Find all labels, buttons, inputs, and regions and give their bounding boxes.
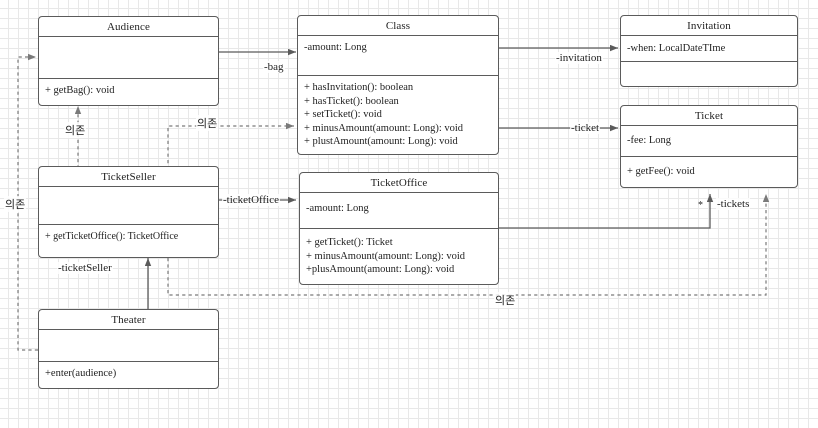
- operation-line: + hasTicket(): boolean: [304, 95, 399, 107]
- class-attributes-theater: [39, 330, 218, 362]
- operation-line: + setTicket(): void: [304, 109, 382, 120]
- class-attributes-invitation: -when: LocalDateTIme: [621, 36, 797, 62]
- class-operations-audience: + getBag(): void: [39, 79, 218, 102]
- edge-label-invitation: -invitation: [555, 52, 603, 64]
- dependency-label-bottom: 의존: [494, 292, 517, 308]
- class-operations-ticketseller: + getTicketOffice(): TicketOffice: [39, 225, 218, 248]
- class-attributes-ticket: -fee: Long: [621, 126, 797, 157]
- multiplicity-label-tickets: *: [698, 200, 703, 211]
- class-operations-ticket: + getFee(): void: [621, 157, 797, 186]
- class-box-theater[interactable]: Theater +enter(audience): [38, 309, 219, 389]
- dependency-label-class: 의존: [196, 115, 219, 131]
- class-title-ticketoffice: TicketOffice: [300, 173, 498, 193]
- operation-line: + getTicket(): Ticket: [306, 237, 393, 248]
- class-box-ticketseller[interactable]: TicketSeller + getTicketOffice(): Ticket…: [38, 166, 219, 258]
- operation-line: + plustAmount(amount: Long): void: [304, 136, 458, 147]
- dependency-bottom-ticket: [167, 194, 770, 296]
- class-box-class[interactable]: Class -amount: Long + hasInvitation(): b…: [297, 15, 499, 155]
- class-title-class: Class: [298, 16, 498, 36]
- dependency-label-left: 의존: [4, 196, 27, 212]
- class-box-audience[interactable]: Audience + getBag(): void: [38, 16, 219, 106]
- edge-label-ticket: -ticket: [570, 122, 601, 134]
- operation-line: + getBag(): void: [45, 85, 115, 96]
- attribute-line: -amount: Long: [304, 42, 367, 53]
- class-attributes-ticketseller: [39, 187, 218, 225]
- class-title-ticketseller: TicketSeller: [39, 167, 218, 187]
- attribute-line: -when: LocalDateTIme: [627, 43, 726, 54]
- class-title-audience: Audience: [39, 17, 218, 37]
- class-title-invitation: Invitation: [621, 16, 797, 36]
- class-box-ticketoffice[interactable]: TicketOffice -amount: Long + getTicket()…: [299, 172, 499, 285]
- class-operations-ticketoffice: + getTicket(): Ticket + minusAmount(amou…: [300, 229, 498, 281]
- class-box-ticket[interactable]: Ticket -fee: Long + getFee(): void: [620, 105, 798, 188]
- dependency-label-audience: 의존: [64, 122, 87, 138]
- operation-line: + getTicketOffice(): TicketOffice: [45, 231, 179, 242]
- class-title-theater: Theater: [39, 310, 218, 330]
- operation-line: +enter(audience): [45, 368, 117, 379]
- class-box-invitation[interactable]: Invitation -when: LocalDateTIme: [620, 15, 798, 87]
- class-operations-invitation: [621, 62, 797, 71]
- edge-label-tickets: -tickets: [716, 198, 751, 210]
- edge-label-ticketseller: -ticketSeller: [57, 262, 113, 274]
- attribute-line: -fee: Long: [627, 135, 672, 146]
- class-attributes-ticketoffice: -amount: Long: [300, 193, 498, 229]
- operation-line: + minusAmount(amount: Long): void: [306, 250, 466, 262]
- class-operations-class: + hasInvitation(): boolean + hasTicket()…: [298, 76, 498, 153]
- edge-label-bag: -bag: [263, 61, 285, 73]
- operation-line: + getFee(): void: [627, 166, 695, 177]
- class-attributes-class: -amount: Long: [298, 36, 498, 76]
- attribute-line: -amount: Long: [306, 203, 369, 214]
- edge-ticketoffice-tickets: [499, 194, 714, 229]
- operation-line: + minusAmount(amount: Long): void: [304, 122, 464, 134]
- edge-label-ticketoffice: -ticketOffice: [222, 194, 280, 206]
- class-operations-theater: +enter(audience): [39, 362, 218, 385]
- operation-line: + hasInvitation(): boolean: [304, 82, 414, 93]
- operation-line: +plusAmount(amount: Long): void: [306, 264, 455, 275]
- class-attributes-audience: [39, 37, 218, 79]
- class-title-ticket: Ticket: [621, 106, 797, 126]
